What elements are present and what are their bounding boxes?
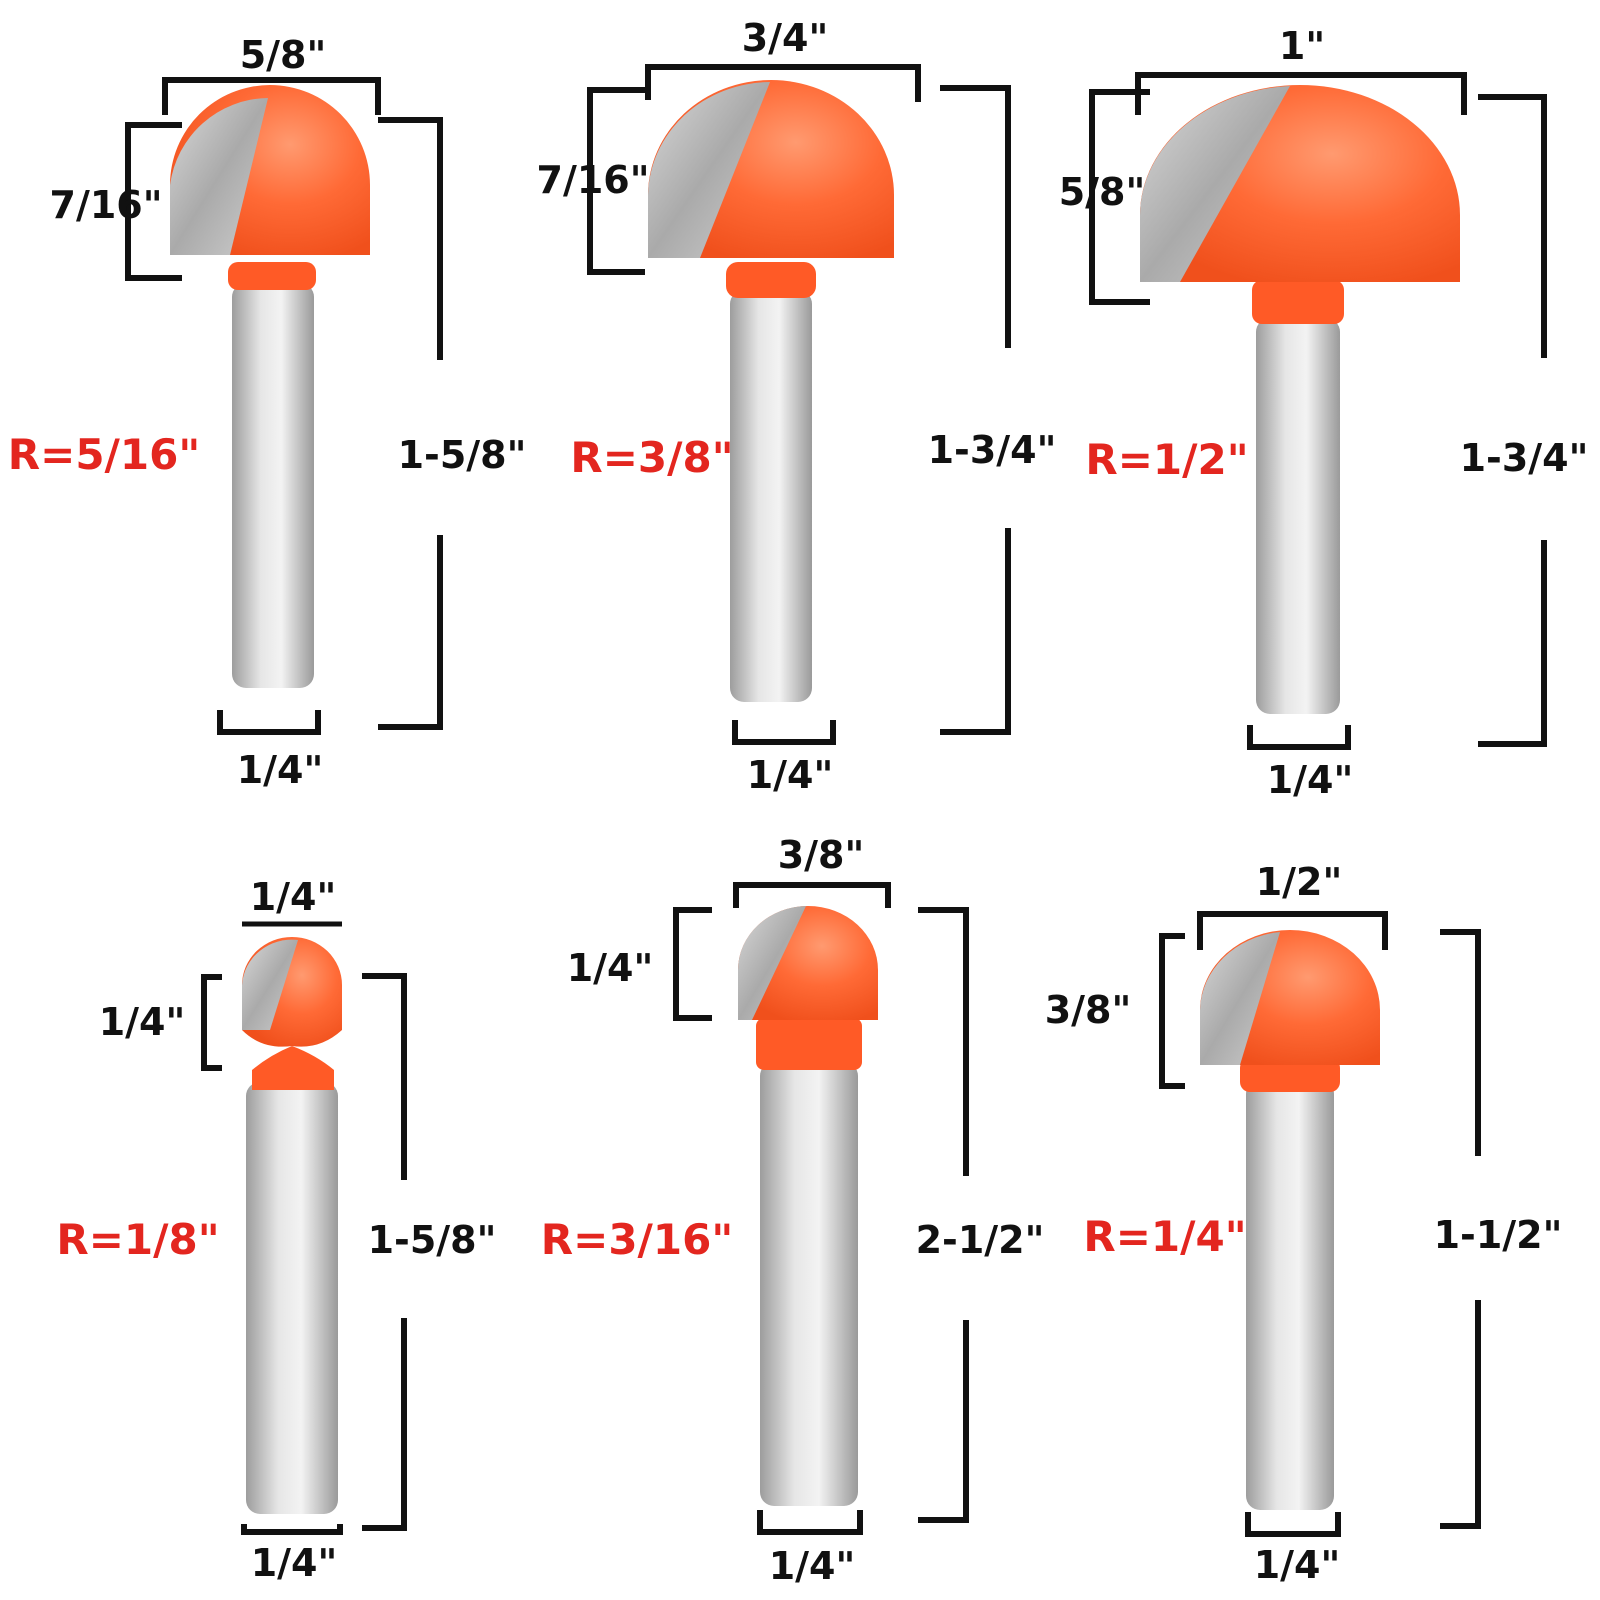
bit-3-radius: R=1/2" [1085, 435, 1249, 484]
bit-1-cut-diameter: 5/8" [239, 33, 327, 77]
bit-2-cut-diameter: 3/4" [741, 16, 829, 60]
carbide-blade [648, 82, 770, 258]
top-width-bracket [1197, 911, 1388, 950]
length-bracket-top [940, 85, 1011, 348]
bit-4-cut-height: 1/4" [98, 1000, 186, 1044]
bit-5-cut-height: 1/4" [566, 946, 654, 990]
length-bracket-top [918, 907, 969, 1176]
neck [252, 1046, 334, 1090]
length-bracket-top [1440, 929, 1481, 1156]
neck [1240, 1058, 1340, 1092]
length-bracket-bottom [362, 1318, 407, 1531]
carbide-blade [1140, 86, 1290, 282]
shank-bracket [732, 720, 836, 745]
bit-4-cut-diameter: 1/4" [249, 875, 337, 919]
bit-1-radius: R=5/16" [7, 430, 201, 479]
head-height-bracket [201, 974, 222, 1071]
bit-6-shank-diameter: 1/4" [1253, 1543, 1341, 1587]
shank [1256, 318, 1340, 714]
length-bracket-bottom [1440, 1300, 1481, 1529]
bit-6-radius: R=1/4" [1083, 1212, 1247, 1261]
top-width-bracket [733, 882, 891, 908]
shank-bracket [241, 1524, 343, 1535]
length-bracket-bottom [1478, 540, 1547, 747]
bit-3-overall-length: 1-3/4" [1459, 436, 1589, 480]
router-bit-1 [125, 77, 443, 735]
bit-2-radius: R=3/8" [570, 433, 734, 482]
bit-1-shank-diameter: 1/4" [236, 748, 324, 792]
length-bracket-bottom [378, 535, 443, 730]
bit-6-cut-diameter: 1/2" [1255, 860, 1343, 904]
bit-5-overall-length: 2-1/2" [915, 1218, 1045, 1262]
shank-bracket [757, 1510, 863, 1535]
bit-2-cut-height: 7/16" [536, 158, 650, 202]
shank-bracket [1245, 1512, 1341, 1537]
router-bit-6 [1159, 911, 1481, 1537]
head-height-bracket [1089, 89, 1150, 305]
length-bracket-top [362, 973, 407, 1180]
bit-1-overall-length: 1-5/8" [397, 433, 527, 477]
neck [726, 262, 816, 298]
shank [760, 1062, 858, 1506]
shank [1246, 1080, 1334, 1510]
shank [232, 283, 314, 688]
shank [246, 1082, 338, 1514]
length-bracket-top [378, 117, 443, 360]
head-height-bracket [587, 87, 645, 275]
shank-bracket [1247, 725, 1351, 750]
head-height-bracket [673, 907, 712, 1021]
carbide-blade [170, 98, 268, 255]
bit-3-shank-diameter: 1/4" [1266, 758, 1354, 802]
router-bit-4 [201, 921, 407, 1535]
bit-5-shank-diameter: 1/4" [768, 1544, 856, 1588]
length-bracket-bottom [940, 528, 1011, 735]
bit-1-cut-height: 7/16" [49, 183, 163, 227]
bit-4-overall-length: 1-5/8" [367, 1218, 497, 1262]
length-bracket-bottom [918, 1320, 969, 1523]
bit-6-cut-height: 3/8" [1044, 988, 1132, 1032]
router-bit-5 [673, 882, 969, 1535]
head-height-bracket [125, 122, 182, 281]
length-bracket-top [1478, 94, 1547, 358]
head-height-bracket [1159, 933, 1185, 1089]
bit-4-shank-diameter: 1/4" [250, 1541, 338, 1585]
shank-bracket [217, 710, 321, 735]
carbide-blade [1200, 932, 1280, 1065]
top-width-bracket [645, 64, 921, 102]
bit-5-radius: R=3/16" [540, 1215, 734, 1264]
neck [228, 262, 316, 290]
bit-5-cut-diameter: 3/8" [777, 833, 865, 877]
neck [1252, 280, 1344, 324]
bit-2-overall-length: 1-3/4" [927, 428, 1057, 472]
top-width-bracket [162, 77, 381, 115]
neck [756, 1018, 862, 1070]
router-bit-2 [587, 64, 1011, 745]
carbide-blade [242, 939, 298, 1030]
bit-6-overall-length: 1-1/2" [1433, 1213, 1563, 1257]
bit-3-cut-diameter: 1" [1278, 24, 1326, 68]
carbide-blade [737, 906, 806, 1020]
bit-3-cut-height: 5/8" [1058, 170, 1146, 214]
shank [730, 290, 812, 702]
router-bit-3 [1089, 72, 1547, 750]
bit-4-radius: R=1/8" [56, 1215, 220, 1264]
bit-2-shank-diameter: 1/4" [746, 753, 834, 797]
